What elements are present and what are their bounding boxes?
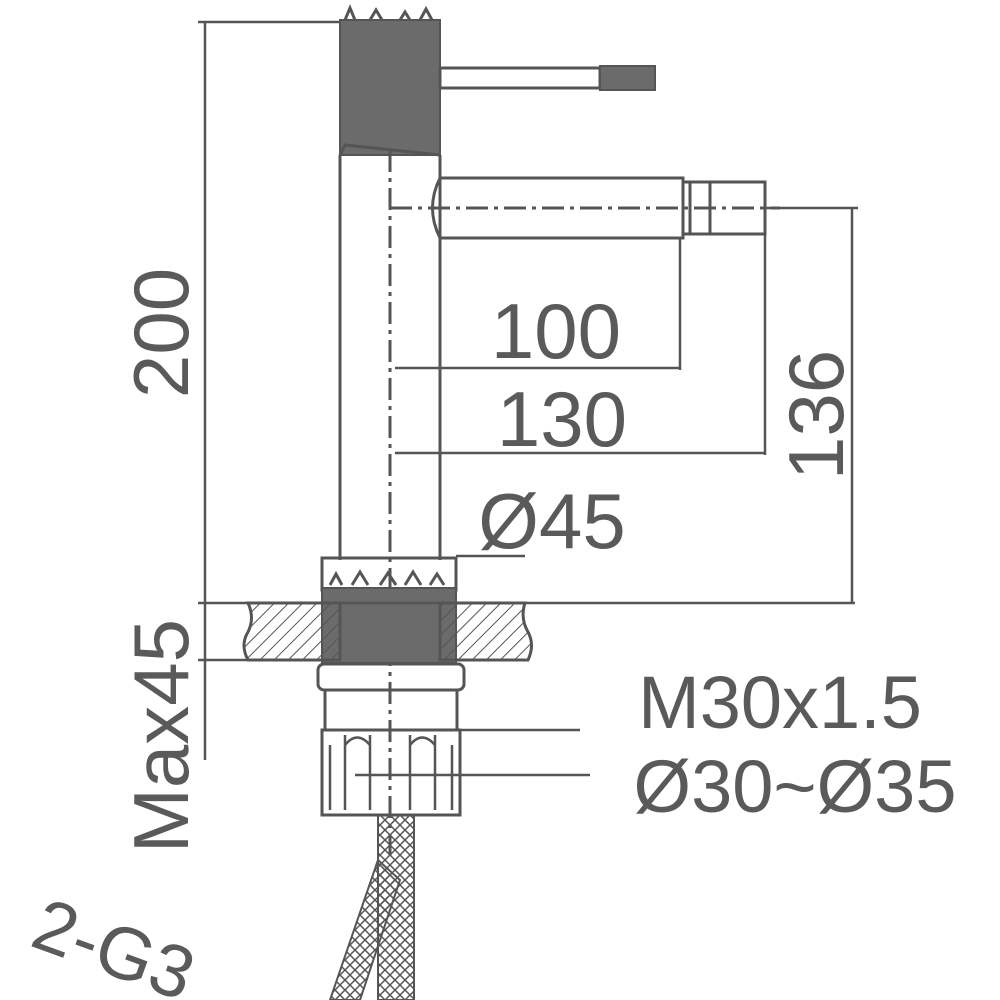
dim-body-diameter: Ø45 xyxy=(478,477,625,565)
dim-spout-reach-total: 130 xyxy=(497,375,627,463)
faucet-body xyxy=(338,143,442,560)
supply-hoses xyxy=(328,814,415,1000)
dim-hole-range: Ø30~Ø35 xyxy=(634,745,957,828)
deck-section xyxy=(242,601,533,662)
dim-thread: M30x1.5 xyxy=(638,661,922,744)
dim-hose-label: 2-G3 xyxy=(23,882,206,1000)
mounting-nut xyxy=(316,662,466,817)
base-flange xyxy=(320,556,458,664)
dim-spout-height: 136 xyxy=(772,350,860,480)
dim-total-height: 200 xyxy=(117,268,205,398)
lever-handle xyxy=(438,65,656,91)
handle-cap xyxy=(339,4,441,156)
dim-deck-thickness: Max45 xyxy=(117,619,205,853)
dimension-lines xyxy=(198,20,858,777)
dim-spout-reach-end: 100 xyxy=(491,287,621,375)
